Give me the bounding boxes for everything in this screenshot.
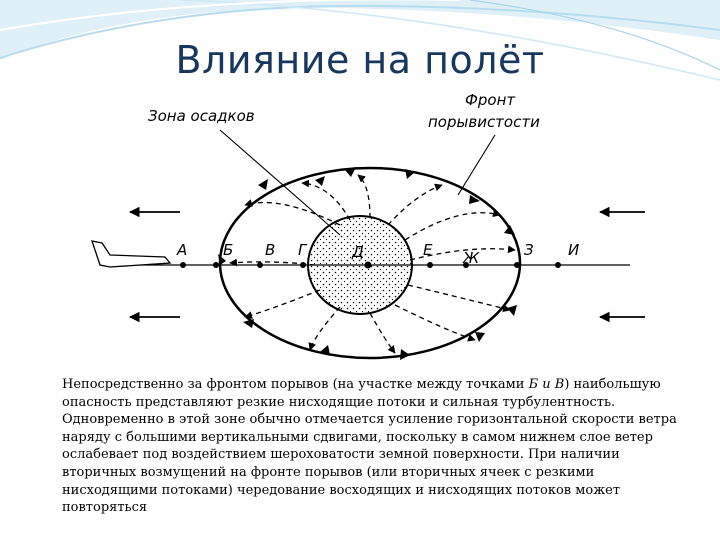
axis-points [180,261,561,269]
slide-title: Влияние на полёт [175,38,545,82]
point-label-v: В [265,241,275,259]
aircraft-icon [91,240,172,268]
description-part-2: ) наибольшую опасность представляют резк… [62,377,677,516]
point-label-d: Д [351,243,364,261]
description-emphasis: Б и В [528,377,565,392]
description-part-1: Непосредственно за фронтом порывов (на у… [62,377,529,392]
description-paragraph: Непосредственно за фронтом порывов (на у… [62,376,692,517]
point-label-i: И [568,241,579,259]
precip-leader-line [219,129,341,236]
front-triangles [218,167,517,360]
gust-front-diagram: А Б В Г Д Е Ж З И Зона осадков Фронт пор… [91,91,645,360]
gust-front-label-1: Фронт [465,91,516,109]
precip-zone-label: Зона осадков [148,107,255,125]
point-label-g: Г [298,241,308,259]
wind-arrows [128,206,645,323]
front-leader-line [457,134,496,196]
outflow-streamlines [229,174,516,354]
point-label-zh: Ж [462,249,480,267]
point-label-b: Б [223,241,233,259]
point-label-z: З [524,241,534,259]
gust-front-label-2: порывистости [428,113,540,131]
point-label-e: Е [423,241,433,259]
point-label-a: А [176,241,187,259]
